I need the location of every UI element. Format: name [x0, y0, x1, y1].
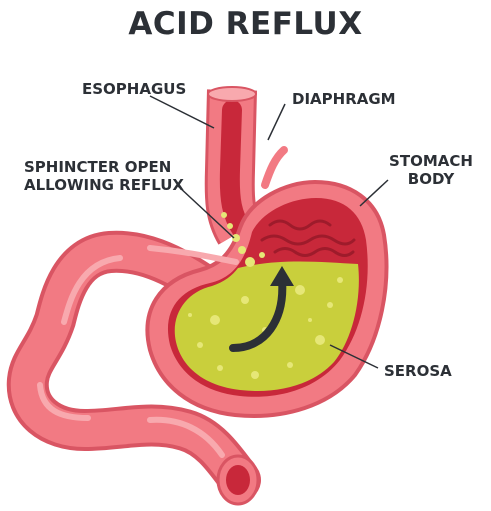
stomach-body [147, 182, 386, 416]
esophagus-label: ESOPHAGUS [82, 80, 186, 98]
esophagus-leader-line [150, 96, 214, 128]
sphincter-label-line1: SPHINCTER OPEN [24, 158, 184, 176]
stomach-leader-line [360, 180, 388, 206]
stomach-body-label: STOMACH BODY [388, 152, 474, 188]
stomach-label-line1: STOMACH [388, 152, 474, 170]
stomach-label-line2: BODY [388, 170, 474, 188]
serosa-label: SEROSA [384, 362, 452, 380]
sphincter-label: SPHINCTER OPEN ALLOWING REFLUX [24, 158, 184, 194]
sphincter-label-line2: ALLOWING REFLUX [24, 176, 184, 194]
diaphragm-label: DIAPHRAGM [292, 90, 396, 108]
diaphragm-tissue [265, 150, 284, 185]
diaphragm-leader-line [268, 104, 285, 140]
